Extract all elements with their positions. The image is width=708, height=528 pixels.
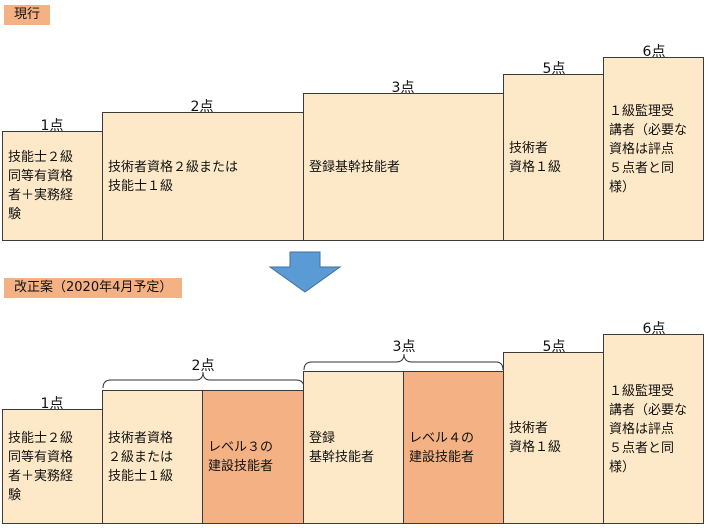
current-box-5pt: 技術者 資格１級 xyxy=(503,74,604,241)
current-box-1pt: 技能士２級 同等有資格 者＋実務経 験 xyxy=(2,131,103,241)
current-box-3pt: 登録基幹技能者 xyxy=(303,93,504,241)
proposal-box-1pt: 技能士２級 同等有資格 者＋実務経 験 xyxy=(2,409,103,524)
proposal-label: 改正案（2020年4月予定） xyxy=(4,278,183,298)
current-box-6pt: １級監理受 講者（必要な 資格は評点 ５点者と同 様） xyxy=(603,57,704,241)
proposal-box-2pt-b: レベル３の 建設技能者 xyxy=(202,390,304,524)
proposal-box-3pt-b: レベル４の 建設技能者 xyxy=(403,371,504,524)
current-label: 現行 xyxy=(4,5,51,25)
brace-3pt xyxy=(303,353,504,371)
proposal-box-3pt-a: 登録 基幹技能者 xyxy=(303,371,404,524)
points-label: 6点 xyxy=(642,321,666,337)
points-label: 3点 xyxy=(391,80,415,96)
proposal-box-5pt: 技術者 資格１級 xyxy=(503,352,604,524)
points-label: 5点 xyxy=(542,61,566,77)
proposal-box-6pt: １級監理受 講者（必要な 資格は評点 ５点者と同 様） xyxy=(603,334,704,524)
points-label: 2点 xyxy=(191,358,215,374)
points-label: 3点 xyxy=(392,339,416,355)
points-label: 6点 xyxy=(642,44,666,60)
down-arrow-icon xyxy=(268,251,342,293)
current-box-2pt: 技術者資格２級または 技能士１級 xyxy=(102,112,304,241)
points-label: 1点 xyxy=(40,118,64,134)
brace-2pt xyxy=(102,371,305,389)
points-label: 2点 xyxy=(190,99,214,115)
points-label: 5点 xyxy=(542,339,566,355)
points-label: 1点 xyxy=(40,396,64,412)
proposal-box-2pt-a: 技術者資格 ２級または 技能士１級 xyxy=(102,390,203,524)
